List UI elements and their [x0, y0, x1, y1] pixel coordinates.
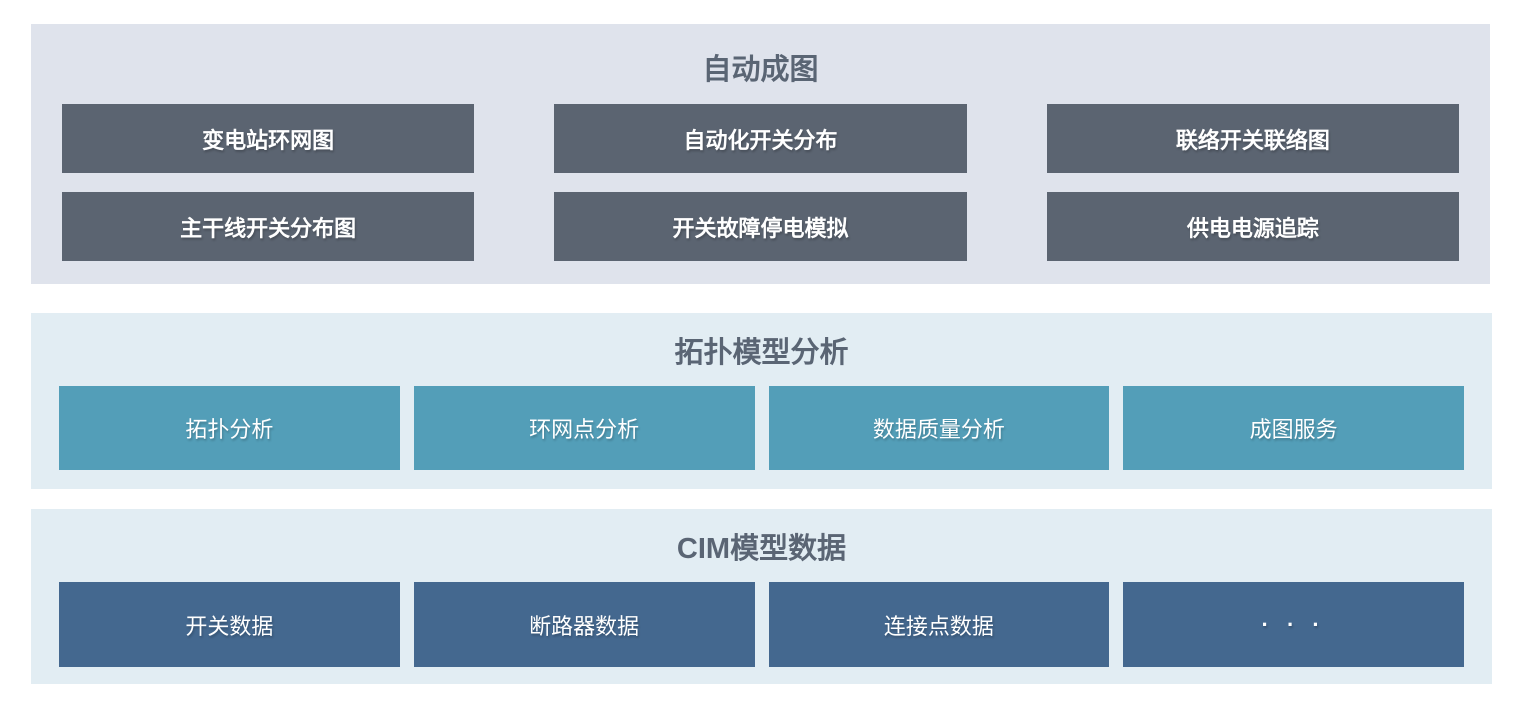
diagram-box-substation-ring-diagram: 变电站环网图: [62, 104, 475, 173]
section-topology-model-analysis: 拓扑模型分析 拓扑分析 环网点分析 数据质量分析 成图服务: [31, 313, 1492, 489]
cim-box-grid: 开关数据 断路器数据 连接点数据 · · ·: [31, 568, 1492, 667]
diagram-box-automated-switch-distribution: 自动化开关分布: [554, 104, 967, 173]
section-title-cim-model-data: CIM模型数据: [676, 533, 847, 565]
section-title-auto-drawing: 自动成图: [702, 54, 819, 86]
auto-drawing-box-grid: 变电站环网图 自动化开关分布 联络开关联络图 主干线开关分布图 开关故障停电模拟…: [31, 89, 1490, 261]
diagram-box-trunk-line-switch-distribution: 主干线开关分布图: [62, 192, 475, 261]
diagram-box-tie-switch-connection-diagram: 联络开关联络图: [1046, 104, 1459, 173]
section-cim-model-data: CIM模型数据 开关数据 断路器数据 连接点数据 · · ·: [31, 509, 1492, 684]
diagram-box-switch-fault-outage-simulation: 开关故障停电模拟: [554, 192, 967, 261]
section-title-topology-model-analysis: 拓扑模型分析: [674, 337, 849, 369]
diagram-box-drawing-service: 成图服务: [1123, 386, 1464, 470]
diagram-box-ring-point-analysis: 环网点分析: [413, 386, 755, 470]
diagram-box-power-source-tracing: 供电电源追踪: [1046, 192, 1459, 261]
diagram-box-data-quality-analysis: 数据质量分析: [768, 386, 1110, 470]
diagram-box-ellipsis: · · ·: [1123, 582, 1464, 667]
topology-box-grid: 拓扑分析 环网点分析 数据质量分析 成图服务: [31, 372, 1492, 470]
section-auto-drawing: 自动成图 变电站环网图 自动化开关分布 联络开关联络图 主干线开关分布图 开关故…: [31, 24, 1490, 284]
diagram-box-circuit-breaker-data: 断路器数据: [413, 582, 755, 667]
diagram-box-connection-point-data: 连接点数据: [768, 582, 1110, 667]
diagram-box-switch-data: 开关数据: [59, 582, 400, 667]
diagram-box-topology-analysis: 拓扑分析: [59, 386, 400, 470]
